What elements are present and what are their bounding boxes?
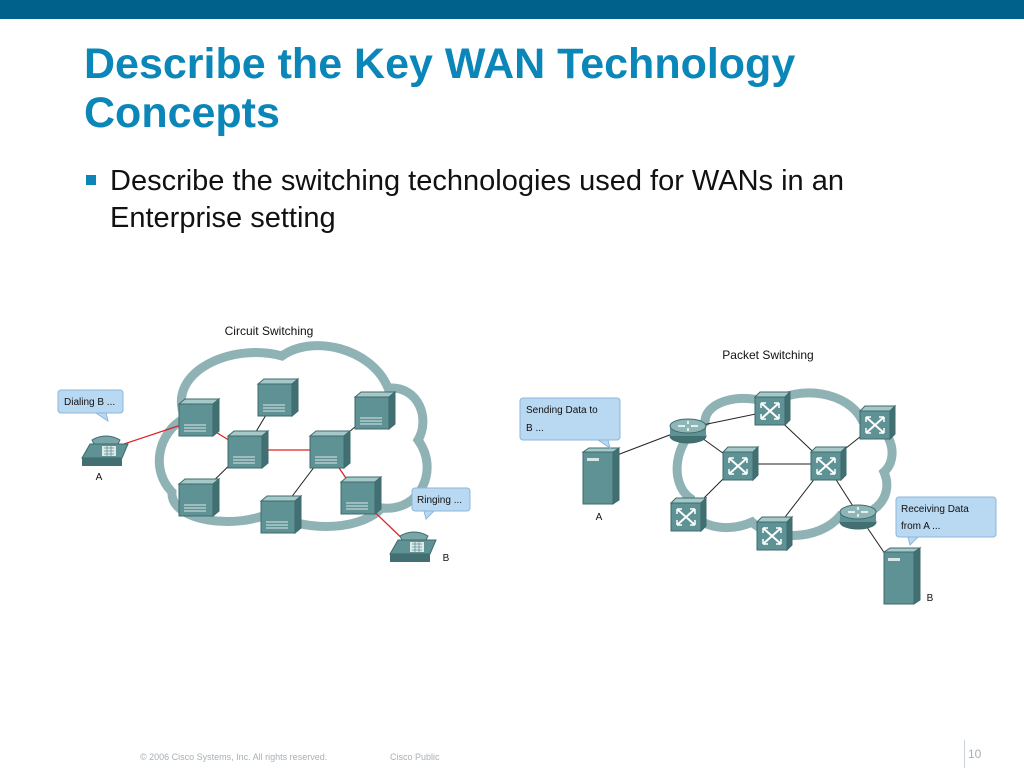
callout-sending-line2: B ... bbox=[526, 423, 544, 434]
circuit-switch bbox=[340, 476, 382, 515]
circuit-switch bbox=[178, 478, 220, 517]
packet-router-icon bbox=[669, 418, 707, 444]
bullet-list: Describe the switching technologies used… bbox=[84, 163, 964, 237]
server-a-icon bbox=[582, 447, 620, 505]
callout-sending-line1: Sending Data to bbox=[526, 405, 598, 416]
packet-endpoint-a: A bbox=[596, 512, 603, 523]
packet-switch-icon bbox=[754, 391, 791, 426]
packet-switch-icon bbox=[756, 516, 793, 551]
bullet-item: Describe the switching technologies used… bbox=[110, 165, 844, 234]
footer-divider bbox=[964, 740, 965, 768]
callout-receiving: Receiving Data from A ... bbox=[895, 496, 997, 546]
footer-copyright: © 2006 Cisco Systems, Inc. All rights re… bbox=[140, 752, 328, 762]
callout-dialing: Dialing B ... bbox=[57, 389, 124, 423]
callout-receiving-line2: from A ... bbox=[901, 521, 940, 532]
footer-classification: Cisco Public bbox=[390, 752, 440, 762]
server-b-icon bbox=[883, 547, 921, 605]
circuit-switch bbox=[354, 391, 396, 430]
packet-switch-icon bbox=[670, 497, 707, 532]
square-bullet-icon bbox=[86, 175, 96, 185]
circuit-title: Circuit Switching bbox=[225, 324, 314, 338]
circuit-switch bbox=[260, 495, 302, 534]
circuit-switch bbox=[309, 430, 351, 469]
circuit-endpoint-a: A bbox=[96, 472, 103, 483]
circuit-switch bbox=[227, 430, 269, 469]
packet-endpoint-b: B bbox=[927, 593, 934, 604]
callout-dialing-text: Dialing B ... bbox=[64, 397, 115, 408]
circuit-endpoint-b: B bbox=[443, 553, 450, 564]
slide-title: Describe the Key WAN Technology Concepts bbox=[84, 40, 796, 137]
packet-switch-icon bbox=[810, 446, 847, 481]
phone-b-icon bbox=[389, 531, 437, 563]
packet-title: Packet Switching bbox=[722, 348, 813, 362]
callout-ringing: Ringing ... bbox=[411, 487, 471, 520]
phone-a-icon bbox=[81, 435, 129, 467]
packet-switch-icon bbox=[859, 405, 896, 440]
circuit-switch bbox=[178, 398, 220, 437]
callout-ringing-text: Ringing ... bbox=[417, 495, 462, 506]
page-number: 10 bbox=[968, 747, 982, 761]
packet-switch-icon bbox=[722, 446, 759, 481]
top-banner bbox=[0, 0, 1024, 19]
circuit-switch bbox=[257, 378, 299, 417]
callout-sending: Sending Data to B ... bbox=[519, 397, 621, 450]
callout-receiving-line1: Receiving Data bbox=[901, 504, 969, 515]
packet-router-icon bbox=[839, 504, 877, 530]
